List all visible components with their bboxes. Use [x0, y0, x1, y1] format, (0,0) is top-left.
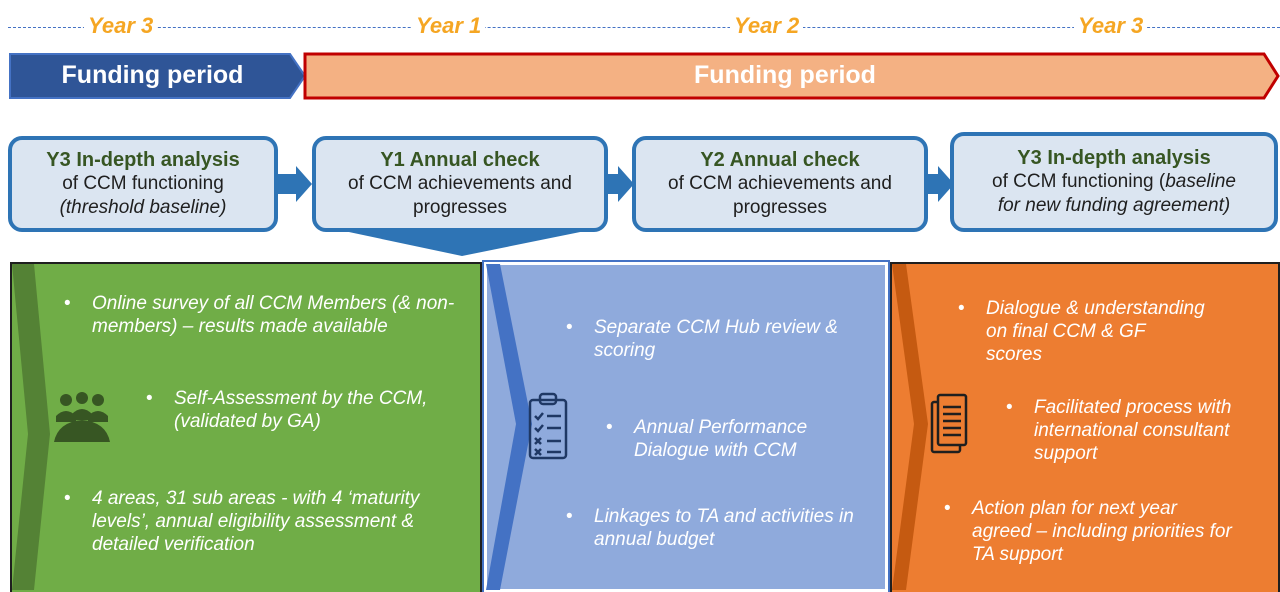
analysis-box-y1-check: Y1 Annual check of CCM achievements and …	[312, 136, 608, 232]
analysis-box-y3-new: Y3 In-depth analysis of CCM functioning …	[950, 132, 1278, 232]
timeline-year-label: Year 2	[730, 12, 804, 40]
analysis-box-y3-baseline: Y3 In-depth analysis of CCM functioning …	[8, 136, 278, 232]
bullet-item: •Annual Performance Dialogue with CCM	[606, 417, 808, 461]
bullet-item: •Online survey of all CCM Members (& non…	[64, 293, 455, 337]
bullet-item: •Separate CCM Hub review & scoring	[566, 317, 838, 361]
funding-period-right-label: Funding period	[694, 61, 876, 89]
timeline-year-label: Year 3	[84, 12, 158, 40]
funding-period-left-arrow	[9, 53, 307, 99]
bullet-item: •Facilitated process with international …	[1006, 397, 1232, 464]
panel-chevron-shade	[486, 264, 532, 590]
timeline-year-label: Year 3	[1074, 12, 1148, 40]
box-text: of CCM functioning (baseline	[992, 171, 1236, 192]
bullet-item: •4 areas, 31 sub areas - with 4 ‘maturit…	[64, 488, 420, 555]
funding-period-left-label: Funding period	[61, 61, 244, 89]
connector-arrow	[274, 166, 312, 202]
document-lines-icon	[930, 393, 968, 454]
timeline-dashed-line	[8, 27, 1280, 28]
panel-chevron-shade	[892, 264, 928, 590]
bullet-item: •Self-Assessment by the CCM, (validated …	[146, 388, 428, 432]
box-title: Y3 In-depth analysis	[1017, 147, 1211, 169]
people-group-icon	[54, 392, 110, 442]
pointer-down-shape	[330, 228, 600, 256]
box-title: Y1 Annual check	[380, 149, 540, 171]
box-text: of CCM achievements and	[348, 173, 572, 194]
box-text: for new funding agreement)	[997, 195, 1231, 216]
timeline-year-label: Year 1	[412, 12, 486, 40]
funding-period-right-arrow	[303, 52, 1280, 100]
box-title: Y3 In-depth analysis	[46, 149, 240, 171]
bullet-item: •Dialogue & understanding on final CCM &…	[958, 298, 1205, 365]
box-connectors	[274, 166, 954, 256]
panel-self-assessment	[10, 262, 482, 592]
box-text: of CCM achievements and	[668, 173, 892, 194]
box-text: (threshold baseline)	[59, 197, 227, 218]
connector-arrow	[924, 166, 954, 202]
box-text: progresses	[733, 197, 827, 218]
box-title: Y2 Annual check	[700, 149, 860, 171]
clipboard-checklist-icon	[528, 392, 568, 460]
funding-period-bars	[9, 52, 1280, 100]
analysis-box-y2-check: Y2 Annual check of CCM achievements and …	[632, 136, 928, 232]
box-text: progresses	[413, 197, 507, 218]
panel-chevron-shade	[12, 264, 50, 590]
bullet-item: •Action plan for next year agreed – incl…	[944, 498, 1232, 565]
bullet-item: •Linkages to TA and activities in annual…	[566, 506, 854, 550]
connector-arrow	[604, 166, 634, 202]
box-text: of CCM functioning	[62, 173, 224, 194]
